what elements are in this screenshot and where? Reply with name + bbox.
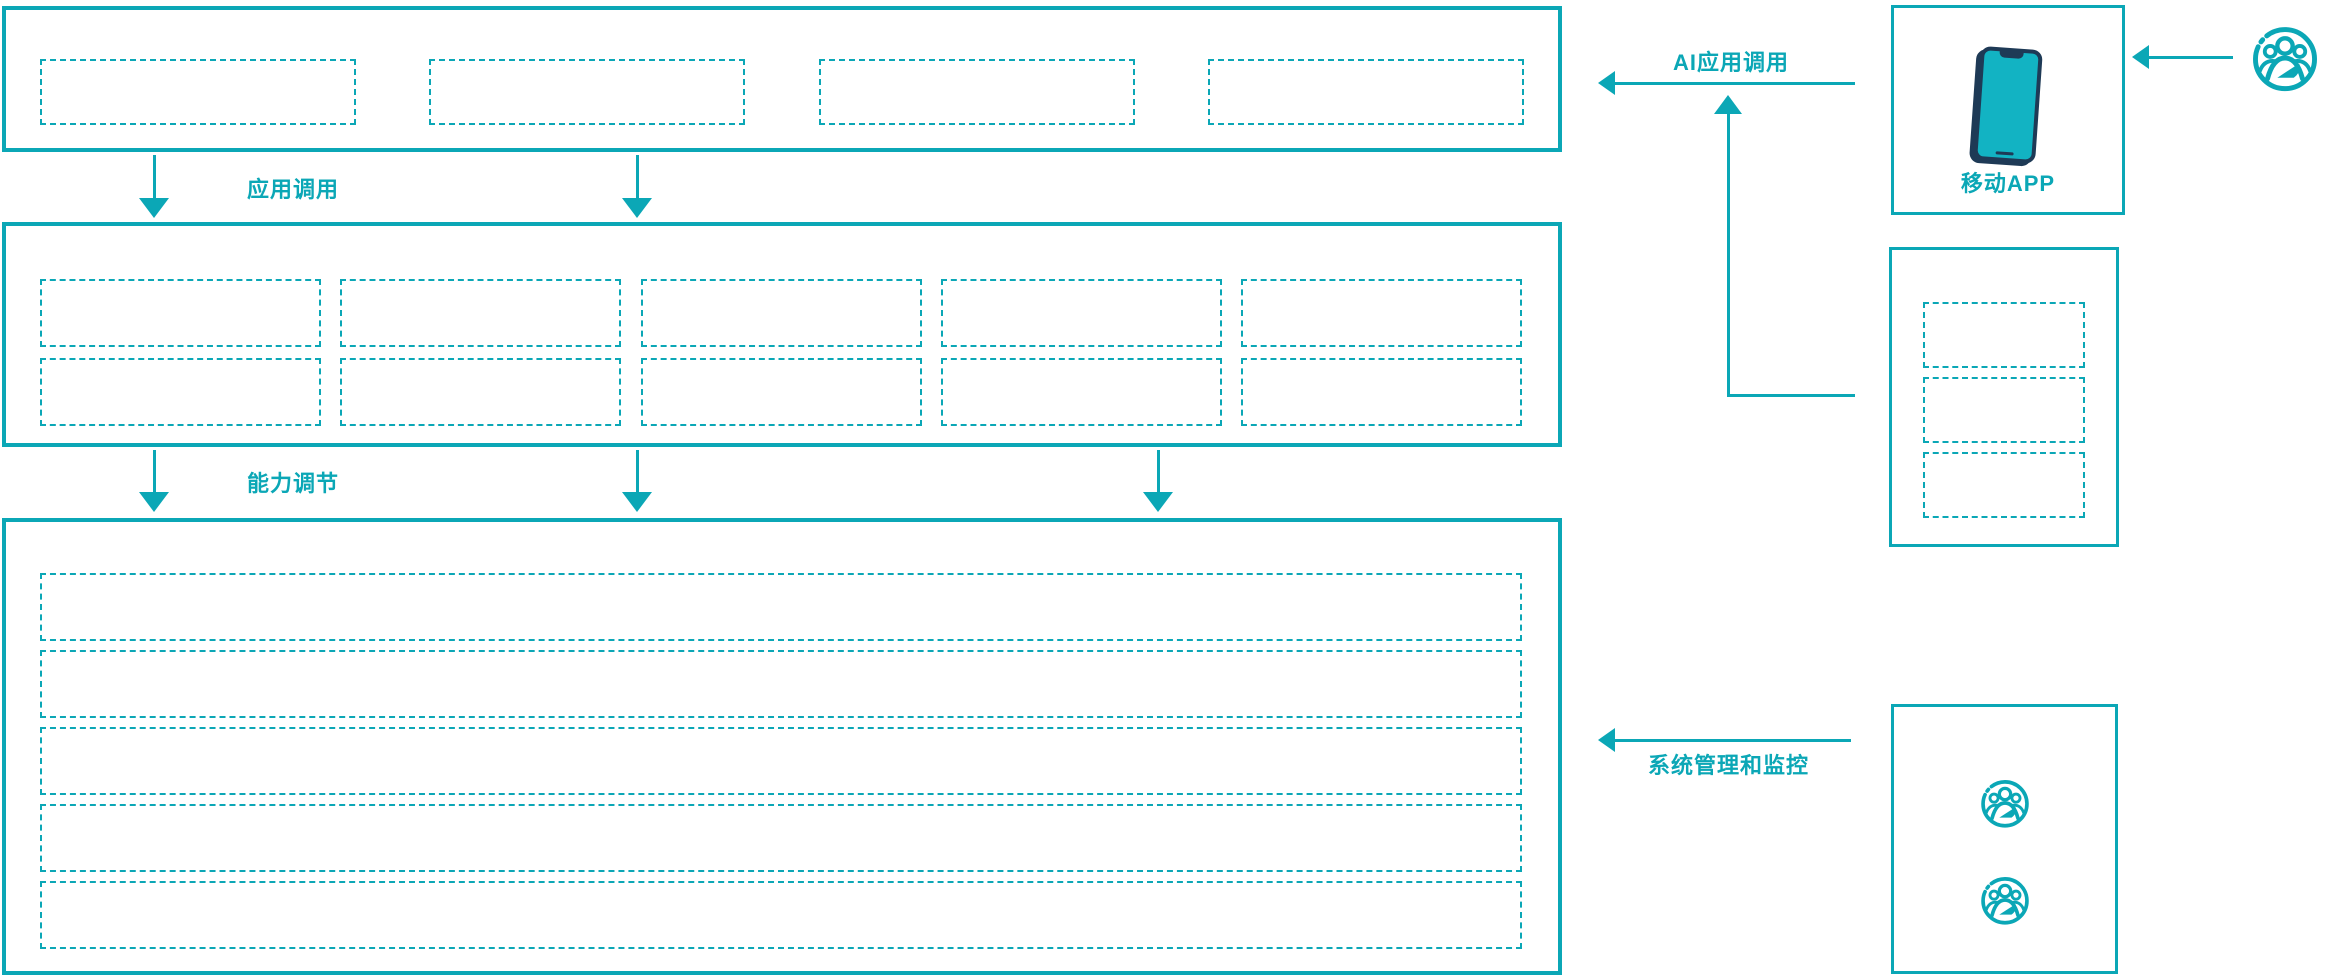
smartphone-icon xyxy=(1973,45,2043,165)
dashed-slot xyxy=(1923,302,2085,368)
dashed-slot xyxy=(40,358,321,426)
app-call-label: 应用调用 xyxy=(247,177,340,202)
user-group-icon xyxy=(2250,23,2320,93)
dashed-slot xyxy=(40,727,1522,795)
dashed-slot xyxy=(40,573,1522,641)
dashed-slot xyxy=(1923,377,2085,443)
dashed-slot xyxy=(1241,358,1522,426)
down-arrow xyxy=(622,450,652,512)
elbow-connector xyxy=(1727,113,1730,397)
capability-adjust-label: 能力调节 xyxy=(247,471,340,496)
down-arrow xyxy=(622,155,652,218)
system-monitor-label: 系统管理和监控 xyxy=(1648,753,1810,778)
up-arrowhead xyxy=(1714,95,1742,114)
dashed-slot xyxy=(640,358,922,426)
system-monitor-arrow xyxy=(1598,728,1851,752)
dashed-slot xyxy=(818,59,1135,125)
app-layer-box xyxy=(2,6,1562,152)
dashed-slot xyxy=(429,59,746,125)
dashed-slot xyxy=(40,804,1522,872)
down-arrow xyxy=(1143,450,1173,512)
dashed-slot xyxy=(40,650,1522,718)
dashed-slot xyxy=(40,279,321,347)
elbow-connector xyxy=(1727,394,1855,397)
down-arrow xyxy=(139,155,169,218)
ai-app-call-arrow xyxy=(1598,71,1855,95)
dashed-slot xyxy=(340,279,622,347)
dashed-slot xyxy=(640,279,922,347)
dashed-slot xyxy=(40,59,356,125)
resource-layer-box xyxy=(2,518,1562,975)
api-box xyxy=(1889,247,2119,547)
mobile-app-box: 移动APP xyxy=(1891,5,2125,215)
dashed-slot xyxy=(1241,279,1522,347)
user-to-app-arrow xyxy=(2132,45,2233,69)
dashed-slot xyxy=(940,358,1222,426)
admin-box xyxy=(1891,704,2118,974)
dashed-slot xyxy=(340,358,622,426)
dashed-slot xyxy=(1923,452,2085,518)
user-group-icon xyxy=(1979,777,2031,829)
down-arrow xyxy=(139,450,169,512)
mobile-app-label: 移动APP xyxy=(1960,171,2056,196)
dashed-slot xyxy=(940,279,1222,347)
dashed-slot xyxy=(40,881,1522,949)
user-group-icon xyxy=(1979,874,2031,926)
ai-app-call-label: AI应用调用 xyxy=(1673,50,1790,75)
capability-layer-box xyxy=(2,222,1562,447)
dashed-slot xyxy=(1207,59,1524,125)
